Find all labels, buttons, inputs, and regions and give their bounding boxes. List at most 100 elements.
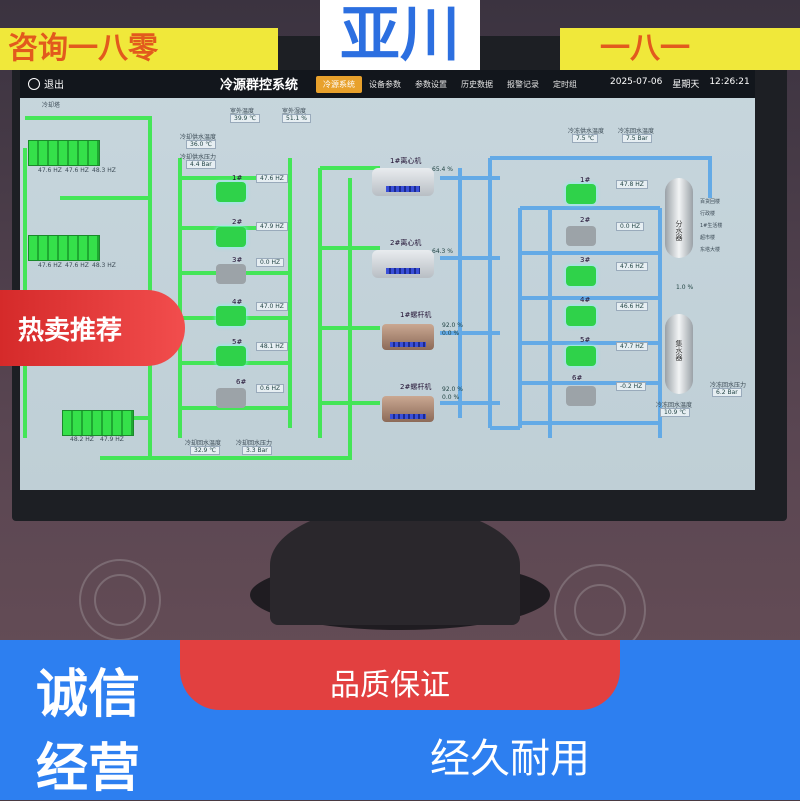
cooling-pump-4-freq: 47.0 HZ bbox=[256, 302, 288, 311]
water-distributor-tank bbox=[665, 178, 693, 258]
tower-freq-8: 47.9 HZ bbox=[100, 436, 124, 443]
top-bar: 退出 冷源群控系统 冷源系统 设备参数 参数设置 历史数据 报警记录 定时组 2… bbox=[20, 70, 755, 98]
cooling-pump-1-name: 1# bbox=[232, 174, 243, 182]
chiller-1-name: 1#离心机 bbox=[390, 157, 422, 165]
tab-param-settings[interactable]: 参数设置 bbox=[415, 80, 447, 89]
tab-device-params[interactable]: 设备参数 bbox=[369, 80, 401, 89]
tab-history[interactable]: 历史数据 bbox=[461, 80, 493, 89]
distributor-label: 分水器 bbox=[675, 220, 683, 241]
chilled-pump-5-freq: 47.7 HZ bbox=[616, 342, 648, 351]
chilled-pump-4[interactable] bbox=[566, 306, 596, 326]
bypass-pct: 1.0 % bbox=[676, 284, 694, 291]
left-slogan: 咨询一八零 bbox=[0, 28, 278, 70]
brand-title: 亚川 bbox=[0, 0, 800, 70]
outdoor-humidity-label: 室外湿度 bbox=[282, 108, 307, 115]
chilled-pump-3[interactable] bbox=[566, 266, 596, 286]
cooling-tower-label: 冷却塔 bbox=[42, 102, 61, 109]
chilled-pump-2-freq: 0.0 HZ bbox=[616, 222, 645, 231]
chilled-pump-4-freq: 46.6 HZ bbox=[616, 302, 648, 311]
outdoor-temp-value: 39.9 ℃ bbox=[230, 114, 261, 123]
cooling-return-temp-label: 冷却回水温度 bbox=[185, 440, 222, 447]
cooling-return-press: 3.3 Bar bbox=[242, 446, 272, 455]
chilled-return-press: 6.2 Bar bbox=[712, 388, 742, 397]
screw-chiller-2-name: 2#螺杆机 bbox=[400, 383, 432, 391]
screw-chiller-1[interactable] bbox=[382, 324, 434, 350]
centrifugal-chiller-2[interactable] bbox=[372, 250, 434, 278]
outdoor-temp-label: 室外温度 bbox=[230, 108, 255, 115]
cooling-pump-6-name: 6# bbox=[236, 378, 247, 386]
chiller-2-name: 2#离心机 bbox=[390, 239, 422, 247]
chilled-pump-6-name: 6# bbox=[572, 374, 583, 382]
date: 2025-07-06 bbox=[610, 77, 663, 87]
water-collector-tank bbox=[665, 314, 693, 394]
chilled-return-press-label: 冷冻回水压力 bbox=[710, 382, 747, 389]
screw-chiller-2[interactable] bbox=[382, 396, 434, 422]
screw-chiller-1-pct1: 92.0 % bbox=[442, 322, 463, 329]
chilled-pump-5[interactable] bbox=[566, 346, 596, 366]
tank-legend-2: 行政楼 bbox=[700, 211, 716, 217]
cooling-supply-temp: 36.0 ℃ bbox=[186, 140, 217, 149]
chilled-pump-6-freq: -0.2 HZ bbox=[616, 382, 647, 391]
centrifugal-chiller-1[interactable] bbox=[372, 168, 434, 196]
tab-schedule[interactable]: 定时组 bbox=[553, 80, 577, 89]
slogan-jingying: 经营 bbox=[36, 739, 141, 799]
datetime: 2025-07-06 星期天 12:26:21 bbox=[610, 77, 750, 90]
cooling-pump-2-name: 2# bbox=[232, 218, 243, 226]
chilled-pump-1-freq: 47.8 HZ bbox=[616, 180, 648, 189]
tank-legend-1: 百货回楼 bbox=[700, 199, 721, 205]
screw-chiller-2-pct2: 0.0 % bbox=[442, 394, 460, 401]
chilled-pump-6[interactable] bbox=[566, 386, 596, 406]
chilled-supply-temp2: 7.5 Bar bbox=[622, 134, 652, 143]
cooling-return-temp: 32.9 ℃ bbox=[190, 446, 221, 455]
slogan-chengxin: 诚信 bbox=[36, 665, 141, 725]
hot-sale-badge: 热卖推荐 bbox=[0, 290, 185, 366]
cooling-supply-press: 4.4 Bar bbox=[186, 160, 216, 169]
cooling-return-press-label: 冷却回水压力 bbox=[236, 440, 273, 447]
chiller-1-pct: 65.4 % bbox=[432, 166, 453, 173]
weekday: 星期天 bbox=[672, 80, 700, 90]
bottom-banner: 诚信 经营 品质保证 经久耐用 bbox=[0, 640, 800, 800]
cooling-pump-5-name: 5# bbox=[232, 338, 243, 346]
exit-label: 退出 bbox=[44, 80, 64, 91]
cooling-pump-6-freq: 0.6 HZ bbox=[256, 384, 285, 393]
tab-cold-source[interactable]: 冷源系统 bbox=[316, 76, 362, 93]
tab-alarms[interactable]: 报警记录 bbox=[507, 80, 539, 89]
chilled-pump-2-name: 2# bbox=[580, 216, 591, 224]
chilled-pump-3-freq: 47.6 HZ bbox=[616, 262, 648, 271]
tank-legend-3: 1#生活楼 bbox=[700, 223, 723, 229]
cooling-supply-press-label: 冷却供水压力 bbox=[180, 154, 217, 161]
chilled-pump-5-name: 5# bbox=[580, 336, 591, 344]
nav-tabs: 冷源系统 设备参数 参数设置 历史数据 报警记录 定时组 bbox=[316, 76, 584, 93]
screw-chiller-1-pct2: 0.0 % bbox=[442, 330, 460, 337]
cooling-pump-4[interactable] bbox=[216, 306, 246, 326]
cooling-pump-2[interactable] bbox=[216, 227, 246, 247]
chilled-supply-temp-label: 冷冻供水温度 bbox=[568, 128, 605, 135]
chilled-pump-1-name: 1# bbox=[580, 176, 591, 184]
tank-legend-4: 超市楼 bbox=[700, 235, 716, 241]
chilled-pump-1[interactable] bbox=[566, 184, 596, 204]
chilled-pump-2[interactable] bbox=[566, 226, 596, 246]
cooling-pump-1-freq: 47.6 HZ bbox=[256, 174, 288, 183]
tower-freq-6: 48.3 HZ bbox=[92, 262, 116, 269]
cooling-pump-1[interactable] bbox=[216, 182, 246, 202]
tower-freq-7: 48.2 HZ bbox=[70, 436, 94, 443]
cooling-pump-6[interactable] bbox=[216, 388, 246, 408]
bottom-red-band bbox=[180, 640, 620, 710]
chilled-supply-temp: 7.5 ℃ bbox=[572, 134, 599, 143]
cooling-pump-5[interactable] bbox=[216, 346, 246, 366]
tower-freq-4: 47.6 HZ bbox=[38, 262, 62, 269]
cooling-tower-2 bbox=[28, 235, 100, 261]
chilled-pump-4-name: 4# bbox=[580, 296, 591, 304]
exit-button[interactable]: 退出 bbox=[28, 76, 64, 91]
cooling-pump-4-name: 4# bbox=[232, 298, 243, 306]
cooling-supply-temp-label: 冷却供水温度 bbox=[180, 134, 217, 141]
chilled-supply-temp2-label: 冷冻回水温度 bbox=[618, 128, 655, 135]
cooling-pump-3[interactable] bbox=[216, 264, 246, 284]
outdoor-humidity-value: 51.1 % bbox=[282, 114, 311, 123]
collector-label: 集水器 bbox=[675, 340, 683, 361]
screw-chiller-2-pct1: 92.0 % bbox=[442, 386, 463, 393]
cooling-pump-3-name: 3# bbox=[232, 256, 243, 264]
cooling-pump-2-freq: 47.9 HZ bbox=[256, 222, 288, 231]
slogan-pinzhi: 品质保证 bbox=[330, 668, 450, 703]
time: 12:26:21 bbox=[709, 77, 750, 87]
